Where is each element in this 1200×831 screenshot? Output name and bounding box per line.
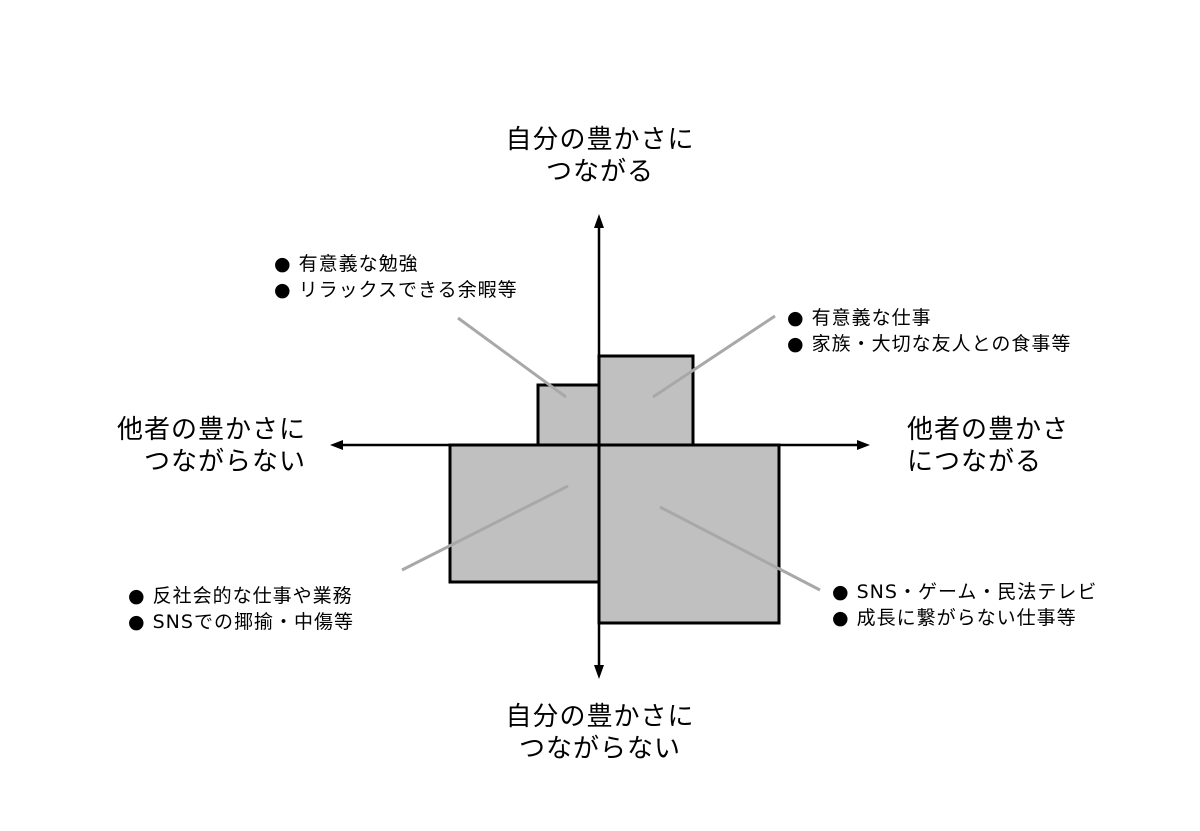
axis-label-left-line-1: 他者の豊かさに bbox=[116, 415, 306, 445]
leader-line-top-right bbox=[652, 314, 776, 399]
list-item: ● 有意義な勉強 bbox=[274, 253, 419, 275]
list-item: ● 有意義な仕事 bbox=[787, 307, 932, 329]
list-item: ● リラックスできる余暇等 bbox=[274, 279, 518, 301]
up-arrowhead-icon bbox=[594, 214, 604, 228]
box-bottom-left bbox=[448, 443, 601, 584]
list-top-right: ● 有意義な仕事 ● 家族・大切な友人との食事等 bbox=[787, 305, 1071, 357]
axis-label-left-line-2: つながらない bbox=[143, 447, 306, 477]
list-bottom-right: ● SNS・ゲーム・民法テレビ ● 成長に繋がらない仕事等 bbox=[832, 579, 1097, 631]
axis-label-top-line-2: つながる bbox=[545, 157, 654, 187]
down-arrowhead-icon bbox=[594, 665, 604, 679]
axis-label-bottom: 自分の豊かさに つながらない bbox=[450, 701, 750, 765]
axis-label-top-line-1: 自分の豊かさに bbox=[505, 125, 695, 155]
leader-line-top-left bbox=[457, 316, 567, 399]
right-arrowhead-icon bbox=[857, 440, 870, 450]
axis-label-right: 他者の豊かさ につながる bbox=[907, 414, 1069, 478]
list-item: ● 家族・大切な友人との食事等 bbox=[787, 333, 1072, 355]
leader-line-bottom-right bbox=[659, 505, 821, 592]
left-arrowhead-icon bbox=[330, 440, 343, 450]
leader-line-bottom-left bbox=[401, 484, 569, 572]
list-item: ● 反社会的な仕事や業務 bbox=[128, 585, 353, 607]
list-top-left: ● 有意義な勉強 ● リラックスできる余暇等 bbox=[274, 251, 518, 303]
axis-label-right-line-1: 他者の豊かさ bbox=[907, 415, 1070, 445]
list-item: ● SNSでの揶揄・中傷等 bbox=[128, 611, 354, 633]
list-item: ● SNS・ゲーム・民法テレビ bbox=[832, 581, 1098, 603]
axis-label-right-line-2: につながる bbox=[907, 447, 1043, 477]
box-bottom-right bbox=[597, 443, 781, 625]
axis-label-bottom-line-1: 自分の豊かさに bbox=[505, 702, 695, 732]
list-bottom-left: ● 反社会的な仕事や業務 ● SNSでの揶揄・中傷等 bbox=[128, 583, 354, 635]
list-item: ● 成長に繋がらない仕事等 bbox=[832, 607, 1077, 629]
axis-label-bottom-line-2: つながらない bbox=[518, 734, 681, 764]
box-top-left bbox=[536, 383, 601, 447]
axis-label-top: 自分の豊かさに つながる bbox=[450, 124, 750, 188]
axis-label-left: 他者の豊かさに つながらない bbox=[46, 414, 306, 478]
box-top-right bbox=[597, 354, 695, 447]
